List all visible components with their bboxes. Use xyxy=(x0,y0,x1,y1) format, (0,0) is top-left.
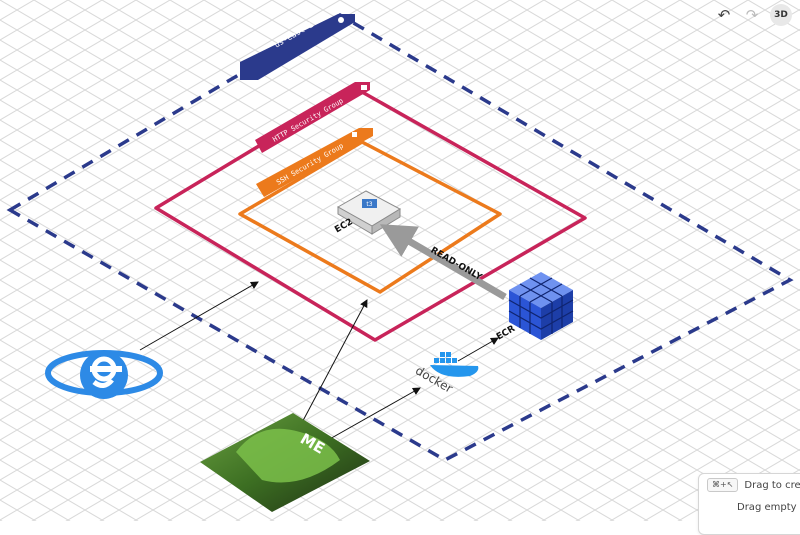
help-text-create: Drag to create xyxy=(744,479,800,491)
arrow-me-to-ssh[interactable] xyxy=(296,299,368,433)
arrow-browser-to-http[interactable] xyxy=(139,281,259,351)
toolbar: ↶ ↷ 3D xyxy=(714,4,800,26)
ec2-badge-box xyxy=(362,199,377,208)
ssh-group-label-tab xyxy=(256,128,373,197)
lock-icon xyxy=(352,132,357,137)
view-3d-button[interactable]: 3D xyxy=(770,4,792,26)
browser-icon[interactable] xyxy=(45,350,163,399)
arrow-docker-to-ecr[interactable] xyxy=(457,337,499,362)
redo-icon[interactable]: ↷ xyxy=(745,6,759,24)
help-row-pan: Drag empty are xyxy=(699,496,800,518)
arrow-me-to-docker[interactable] xyxy=(327,387,421,441)
help-text-pan: Drag empty are xyxy=(737,501,800,513)
diagram-canvas[interactable]: us-east-1 HTTP Security Group SSH Securi… xyxy=(0,0,800,521)
help-row-create: ⌘+↖ Drag to create xyxy=(699,474,800,496)
location-pin-icon xyxy=(338,17,344,23)
undo-icon[interactable]: ↶ xyxy=(717,6,731,24)
ec2-badge: t3 xyxy=(366,201,372,208)
shortcut-key: ⌘+↖ xyxy=(707,478,739,492)
me-node[interactable]: ME xyxy=(200,413,370,512)
http-group-label-tab xyxy=(255,82,370,153)
help-panel: ⌘+↖ Drag to create Drag empty are xyxy=(698,473,800,535)
lock-icon xyxy=(361,85,367,90)
region-label-tab xyxy=(240,14,355,80)
grid-background xyxy=(0,0,800,521)
